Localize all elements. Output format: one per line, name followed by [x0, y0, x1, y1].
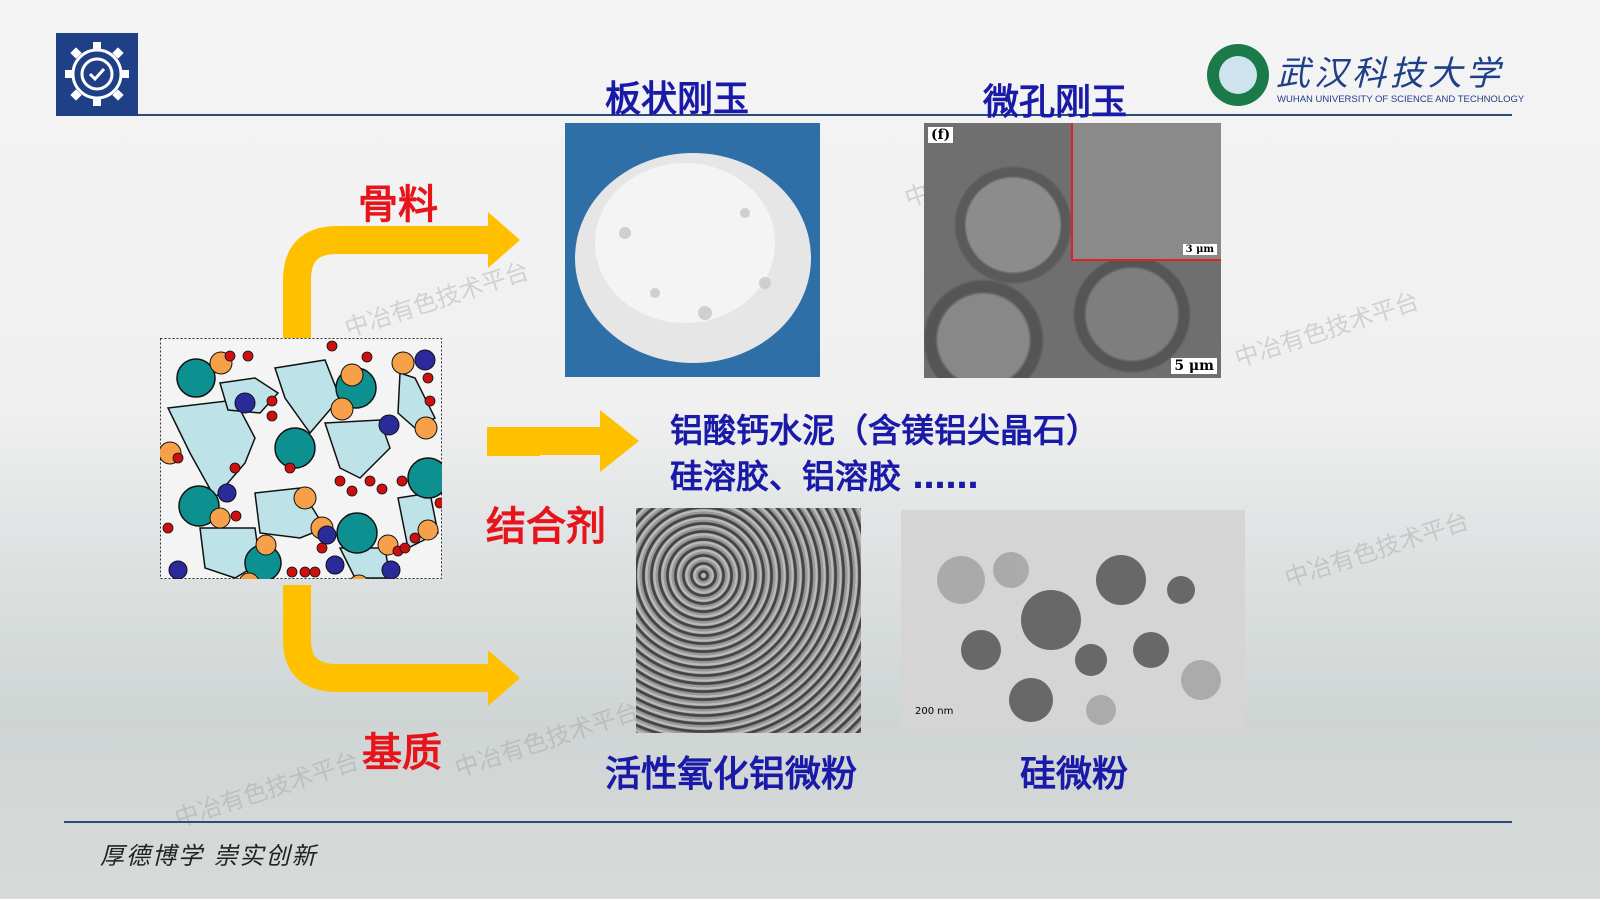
university-name-en: WUHAN UNIVERSITY OF SCIENCE AND TECHNOLO… [1277, 94, 1525, 105]
watermark: 中冶有色技术平台 [1281, 506, 1473, 593]
castable-microstructure-schematic [160, 338, 442, 579]
caption-silica-fume: 硅微粉 [1020, 754, 1129, 795]
header-divider [138, 114, 1512, 116]
scale-label: 5 μm [1171, 358, 1217, 374]
caption-active-alumina: 活性氧化铝微粉 [605, 754, 858, 795]
silica-fume-tem-image: 200 nm [901, 510, 1245, 733]
sem-inset: 3 μm [1071, 123, 1221, 261]
microporous-corundum-sem-image: 3 μm (f) 5 μm [924, 123, 1221, 378]
watermark: 中冶有色技术平台 [1231, 286, 1423, 373]
binder-text-line1: 铝酸钙水泥（含镁铝尖晶石） [670, 411, 1099, 450]
arrow-to-binder [487, 410, 639, 472]
active-alumina-micropowder-sem-image [636, 508, 861, 733]
image-title-microporous-corundum: 微孔刚玉 [983, 82, 1128, 123]
university-logo [1207, 44, 1269, 106]
aggregate-label: 骨料 [358, 182, 438, 228]
university-motto: 厚德博学 崇实创新 [100, 842, 318, 870]
arrow-to-matrix [283, 585, 490, 692]
tem-scale-label: 200 nm [915, 706, 954, 717]
binder-text-line2: 硅溶胶、铝溶胶 …… [670, 457, 979, 496]
tabular-corundum-photo [565, 123, 820, 377]
arrow-to-aggregate [283, 226, 490, 338]
matrix-label: 基质 [362, 730, 442, 776]
inset-scale-label: 3 μm [1182, 244, 1217, 255]
footer-divider [64, 821, 1512, 823]
panel-label: (f) [928, 127, 954, 143]
gear-check-icon [56, 33, 138, 116]
binder-label: 结合剂 [486, 504, 606, 550]
university-name-cn: 武汉科技大学 [1276, 54, 1504, 94]
watermark: 中冶有色技术平台 [171, 746, 363, 833]
image-title-tabular-corundum: 板状刚玉 [605, 79, 750, 120]
